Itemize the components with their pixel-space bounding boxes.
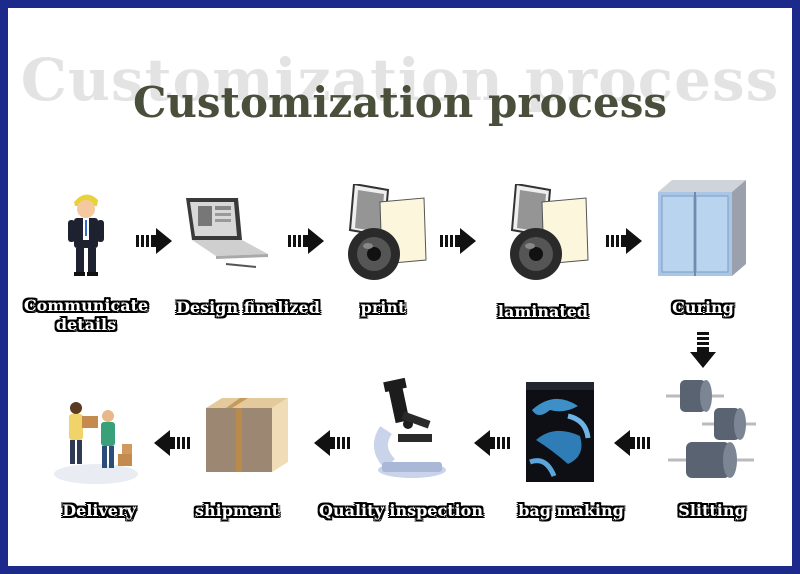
step-label-bag-making: bag making	[518, 501, 624, 520]
slitting-rollers-icon	[662, 374, 758, 484]
delivery-people-icon	[52, 394, 140, 486]
arrow-left-icon	[154, 430, 190, 456]
pouch-icon	[524, 380, 596, 484]
step-label-slitting: Slitting	[678, 501, 746, 520]
arrow-left-icon	[474, 430, 510, 456]
page-title: Customization process	[132, 78, 668, 127]
arrow-right-icon	[440, 228, 476, 254]
arrow-right-icon	[136, 228, 172, 254]
cardboard-box-icon	[204, 396, 290, 474]
step-label-design: Design finalized	[176, 298, 320, 317]
step-label-print: print	[360, 298, 406, 317]
arrow-left-icon	[614, 430, 650, 456]
step-label-delivery: Delivery	[62, 501, 136, 520]
arrow-left-icon	[314, 430, 350, 456]
diagram-frame: Customization process Customization proc…	[8, 8, 792, 566]
curing-box-icon	[654, 178, 748, 278]
laptop-icon	[182, 194, 272, 269]
arrow-right-icon	[288, 228, 324, 254]
step-label-curing: Curing	[672, 298, 734, 317]
microscope-icon	[372, 377, 452, 482]
step-label-quality-inspection: Quality inspection	[319, 501, 483, 520]
person-icon	[66, 188, 106, 278]
step-label-shipment: shipment	[194, 501, 280, 520]
arrow-down-icon	[690, 332, 716, 368]
print-roll-icon	[336, 182, 428, 282]
step-label-laminated: laminated	[497, 302, 589, 321]
title-watermark: Customization process	[20, 46, 780, 114]
lamination-roll-icon	[498, 182, 590, 282]
arrow-right-icon	[606, 228, 642, 254]
step-label-communicate: Communicate details	[23, 296, 149, 334]
